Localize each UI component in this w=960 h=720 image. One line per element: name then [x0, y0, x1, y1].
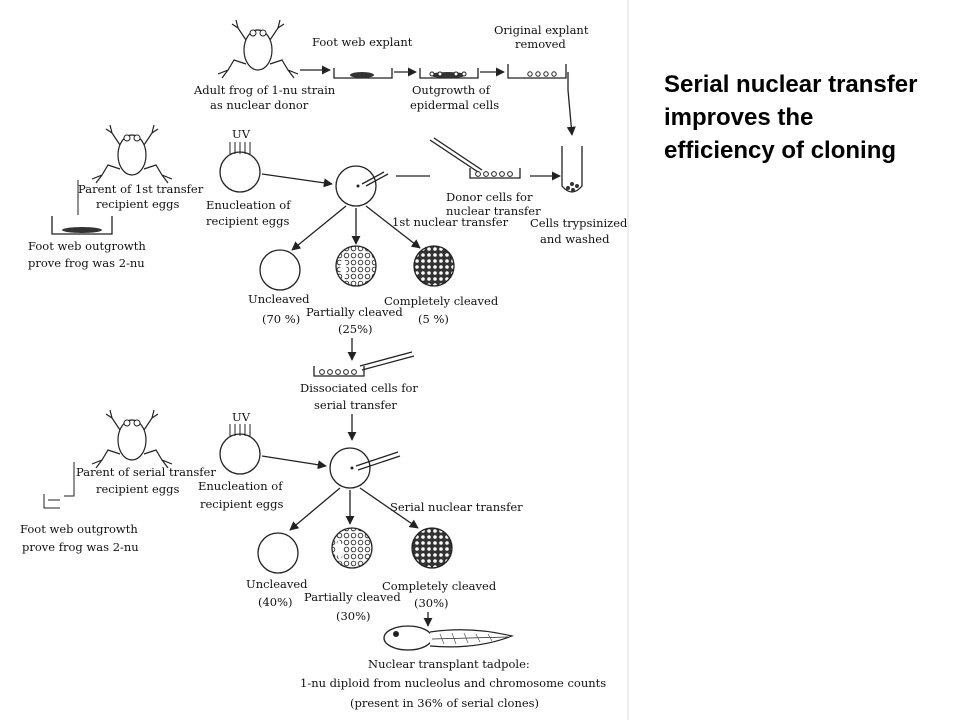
label-completely-2-pct: (30%) [414, 596, 449, 610]
centrifuge-tube-icon [561, 146, 583, 193]
label-nuclear-transfer: nuclear transfer [446, 204, 541, 218]
donor-cells-pipette-icon [429, 137, 521, 179]
tadpole-icon [383, 625, 515, 651]
label-tadpole: Nuclear transplant tadpole: [368, 657, 530, 671]
label-adult-frog: Adult frog of 1-nu strain [193, 83, 336, 97]
adult-frog-icon [217, 19, 299, 79]
injection-egg-serial-icon [329, 447, 401, 489]
label-serial-transfer: serial transfer [314, 398, 397, 412]
label-dissociated-cells: Dissociated cells for [300, 381, 418, 395]
label-partially-2: Partially cleaved [304, 590, 401, 604]
partially-cleaved-egg-1-icon [335, 245, 377, 287]
label-completely-1: Completely cleaved [384, 294, 499, 308]
explant-removed-dish-icon [507, 64, 567, 79]
label-foot-web-check-1: Foot web outgrowth [28, 239, 146, 253]
label-foot-web-check-2: Foot web outgrowth [20, 522, 138, 536]
label-parent-1st: Parent of 1st transfer [78, 182, 204, 196]
label-serial-nuclear-transfer: Serial nuclear transfer [390, 500, 523, 514]
label-nuclear-donor: as nuclear donor [210, 98, 309, 112]
outgrowth-dish-icon [419, 68, 479, 79]
label-1st-nuclear-transfer: 1st nuclear transfer [392, 215, 509, 229]
label-original-explant: Original explant [494, 23, 589, 37]
label-tadpole-present: (present in 36% of serial clones) [350, 696, 539, 710]
page-title: Serial nuclear transfer improves the eff… [664, 71, 918, 164]
label-parent-1st-eggs: recipient eggs [96, 197, 179, 211]
uncleaved-egg-2-icon [257, 532, 299, 574]
uv-egg-serial-icon [219, 424, 261, 475]
label-cells-trypsinized: Cells trypsinized [530, 216, 628, 230]
label-enucleation-2: Enucleation of [198, 479, 283, 493]
label-completely-2: Completely cleaved [382, 579, 497, 593]
label-completely-1-pct: (5 %) [418, 312, 449, 326]
label-uv-2: UV [232, 410, 251, 424]
label-donor-cells: Donor cells for [446, 190, 533, 204]
parent-frog-serial-icon [91, 409, 173, 469]
label-prove-frog-1: prove frog was 2-nu [28, 256, 145, 270]
label-uncleaved-1: Uncleaved [248, 292, 310, 306]
label-partially-1: Partially cleaved [306, 305, 403, 319]
foot-web-explant-dish-icon [333, 68, 393, 79]
label-removed: removed [515, 37, 566, 51]
completely-cleaved-egg-2-icon [411, 527, 453, 569]
dissociated-cells-pipette-icon [313, 351, 415, 377]
label-tadpole-counts: 1-nu diploid from nucleolus and chromoso… [300, 676, 606, 690]
uv-egg-1st-icon [219, 142, 261, 193]
label-washed: and washed [540, 232, 610, 246]
completely-cleaved-egg-1-icon [413, 245, 455, 287]
label-uncleaved-2-pct: (40%) [258, 595, 293, 609]
label-uncleaved-2: Uncleaved [246, 577, 308, 591]
foot-web-check-2-dish-icon [43, 494, 60, 509]
label-outgrowth: Outgrowth of [412, 83, 491, 97]
label-uncleaved-1-pct: (70 %) [262, 312, 300, 326]
partially-cleaved-egg-2-icon [331, 527, 373, 569]
uncleaved-egg-1-icon [259, 249, 301, 291]
parent-frog-1st-icon [91, 124, 173, 184]
label-enucleation-2-eggs: recipient eggs [200, 497, 283, 511]
label-enucleation-1: Enucleation of [206, 198, 291, 212]
label-uv-1: UV [232, 127, 251, 141]
label-epidermal-cells: epidermal cells [410, 98, 499, 112]
label-enucleation-1-eggs: recipient eggs [206, 214, 289, 228]
label-partially-2-pct: (30%) [336, 609, 371, 623]
injection-egg-1st-icon [335, 165, 389, 207]
label-foot-web-explant: Foot web explant [312, 35, 413, 49]
label-partially-1-pct: (25%) [338, 322, 373, 336]
label-parent-serial-eggs: recipient eggs [96, 482, 179, 496]
label-parent-serial: Parent of serial transfer [76, 465, 216, 479]
foot-web-check-1-dish-icon [51, 216, 113, 235]
label-prove-frog-2: prove frog was 2-nu [22, 540, 139, 554]
